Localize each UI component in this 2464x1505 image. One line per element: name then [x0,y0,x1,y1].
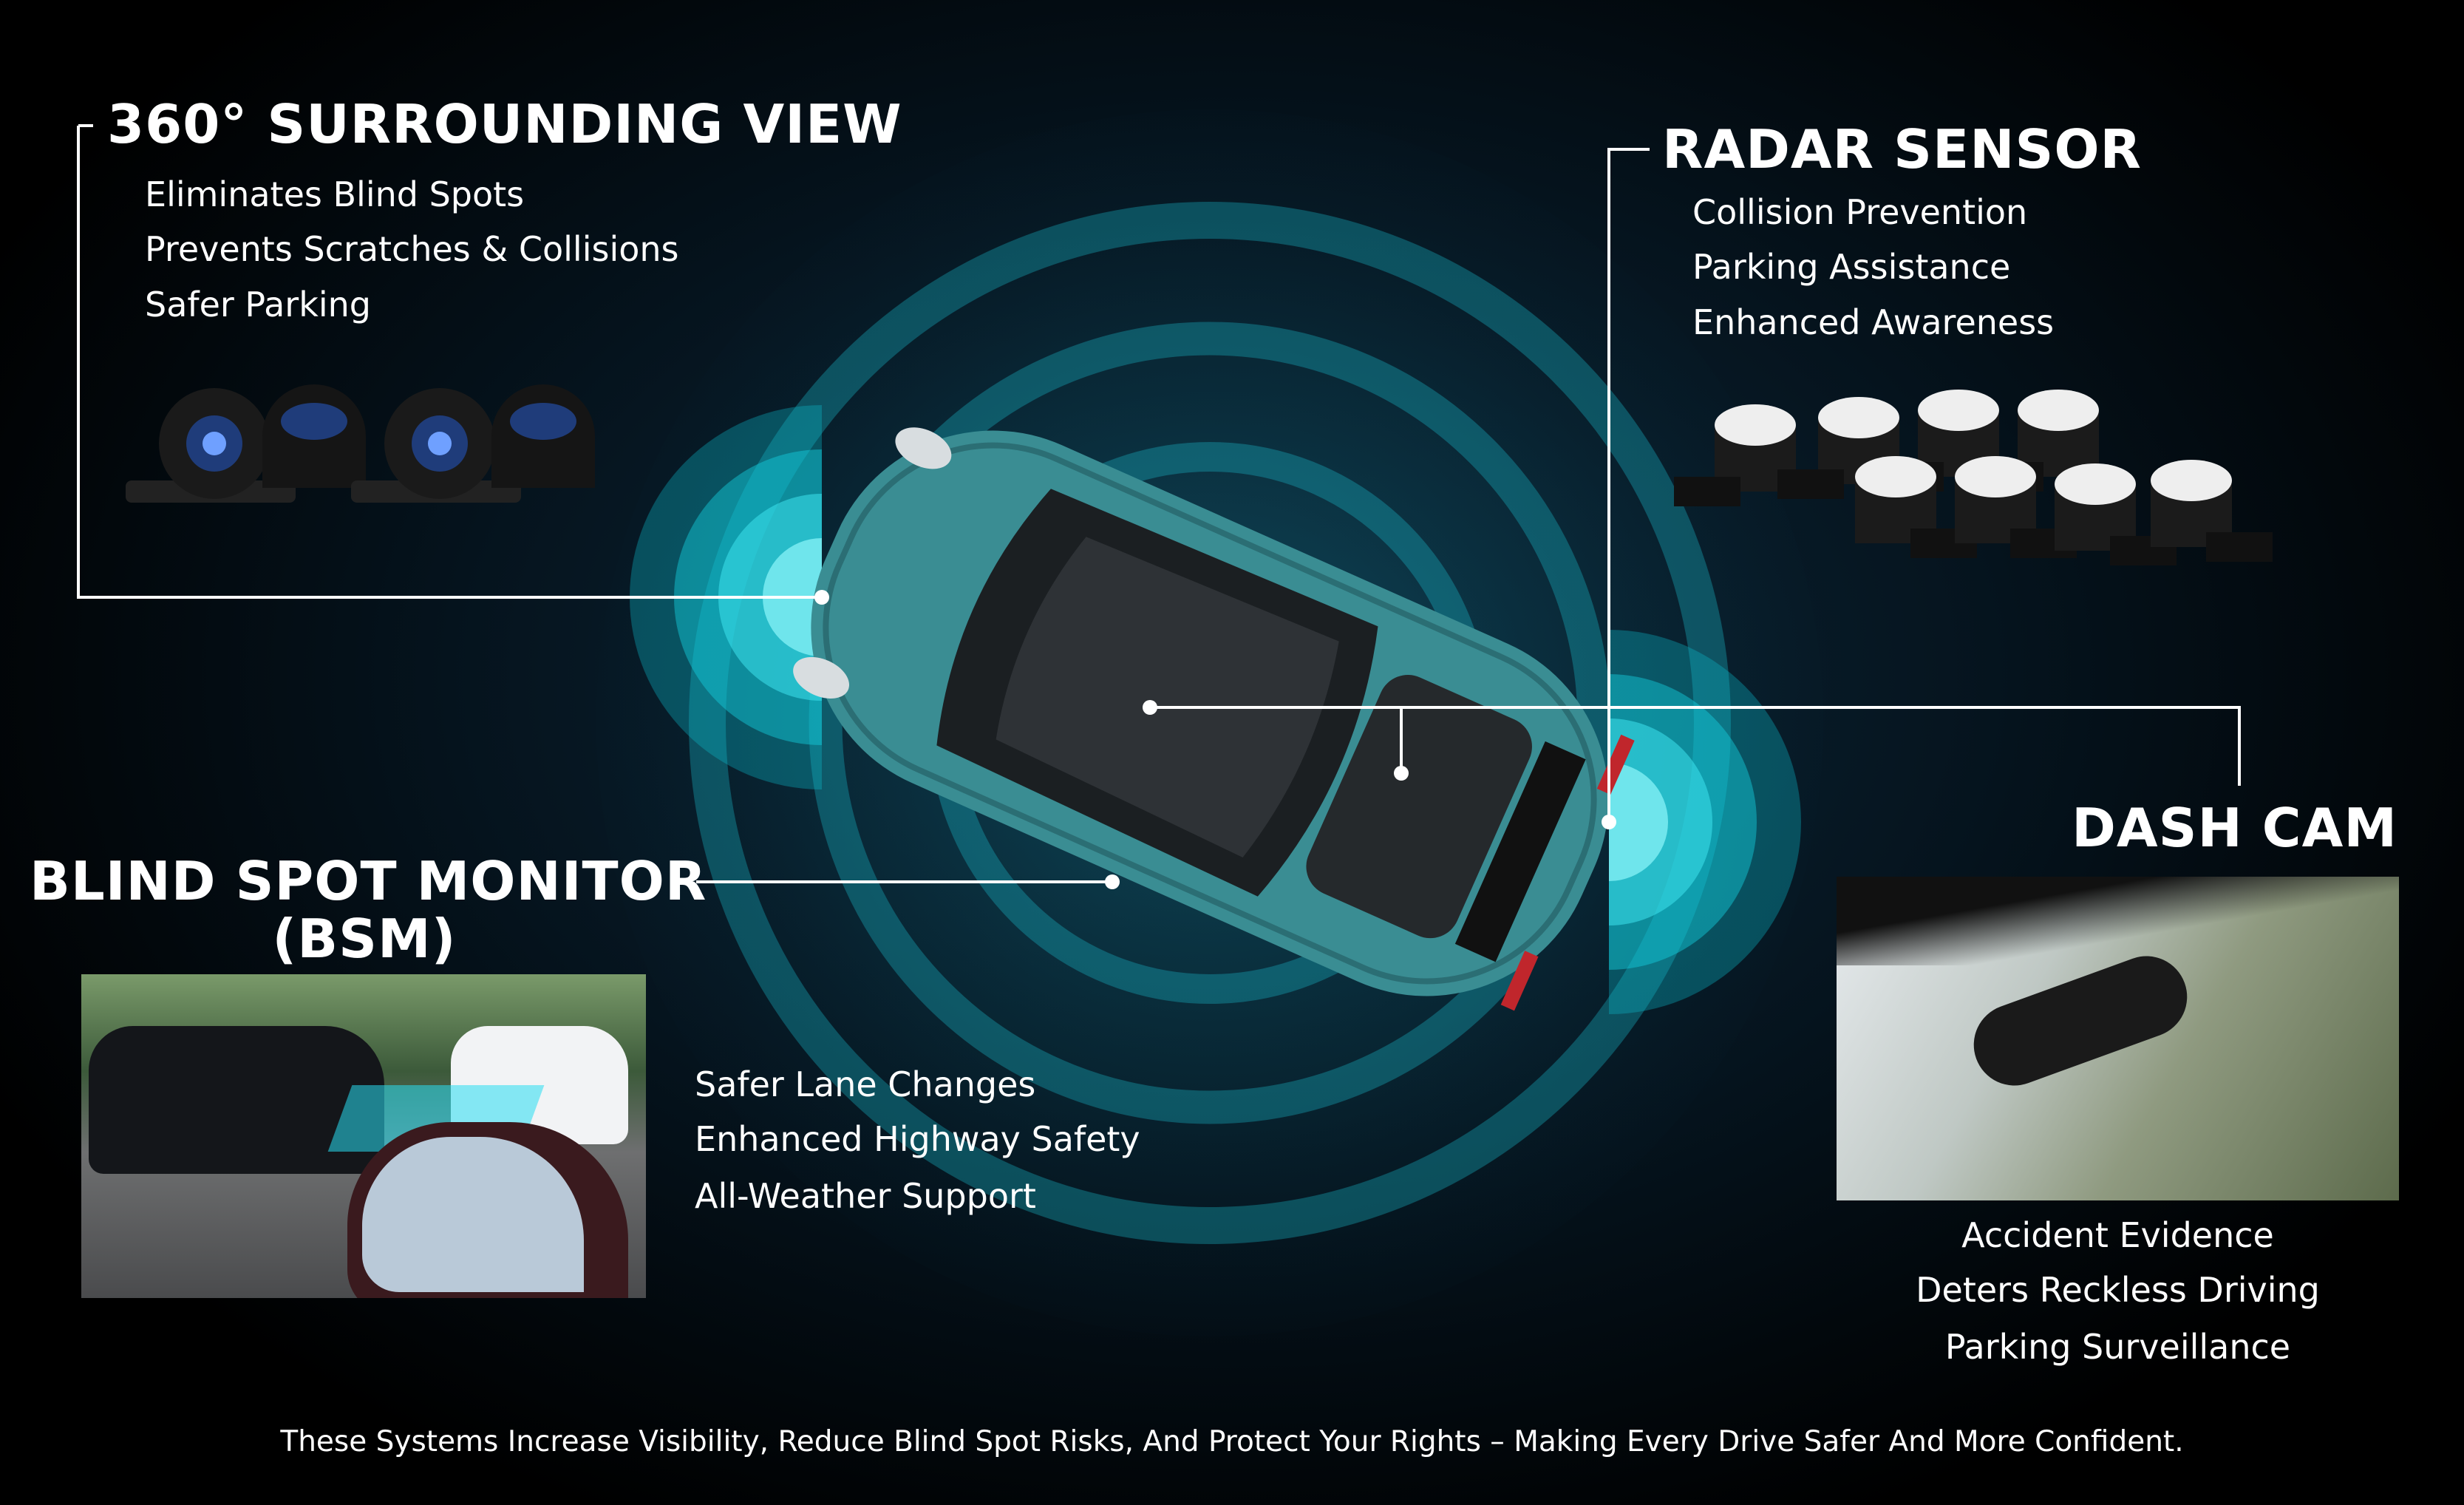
radar-bullet: Collision Prevention [1692,192,2028,232]
surround-bullet: Eliminates Blind Spots [145,174,525,214]
dash-cam-bullet: Parking Surveillance [1944,1327,2291,1367]
bsm-bullet: Enhanced Highway Safety [695,1119,1140,1159]
car-top-view [793,427,1635,1011]
dash-cam-bullet: Accident Evidence [1961,1215,2274,1255]
bsm-title: BLIND SPOT MONITOR [30,850,707,912]
bsm-photo [81,974,646,1298]
bsm-bullet: Safer Lane Changes [695,1064,1036,1104]
surround-cameras-image [126,384,595,503]
bsm-bullet: All-Weather Support [695,1176,1036,1216]
surround-bullet: Prevents Scratches & Collisions [145,229,679,269]
footer-tagline: These Systems Increase Visibility, Reduc… [280,1425,2184,1458]
radar-bullet: Enhanced Awareness [1692,302,2055,342]
radar-sensor-title: RADAR SENSOR [1662,118,2142,180]
bsm-title-abbr: (BSM) [272,908,457,970]
right-sensor-waves [1609,630,1801,1014]
connector-dots [814,590,1616,889]
dash-cam-photo [1837,877,2399,1200]
dash-cam-title: DASH CAM [2072,797,2397,859]
radar-sensors-image [1674,390,2273,565]
surround-bullet: Safer Parking [145,285,371,325]
surround-view-title: 360° SURROUNDING VIEW [107,93,902,155]
radar-bullet: Parking Assistance [1692,247,2011,287]
dash-cam-bullet: Deters Reckless Driving [1916,1270,2320,1310]
connector-lines [77,124,2241,883]
